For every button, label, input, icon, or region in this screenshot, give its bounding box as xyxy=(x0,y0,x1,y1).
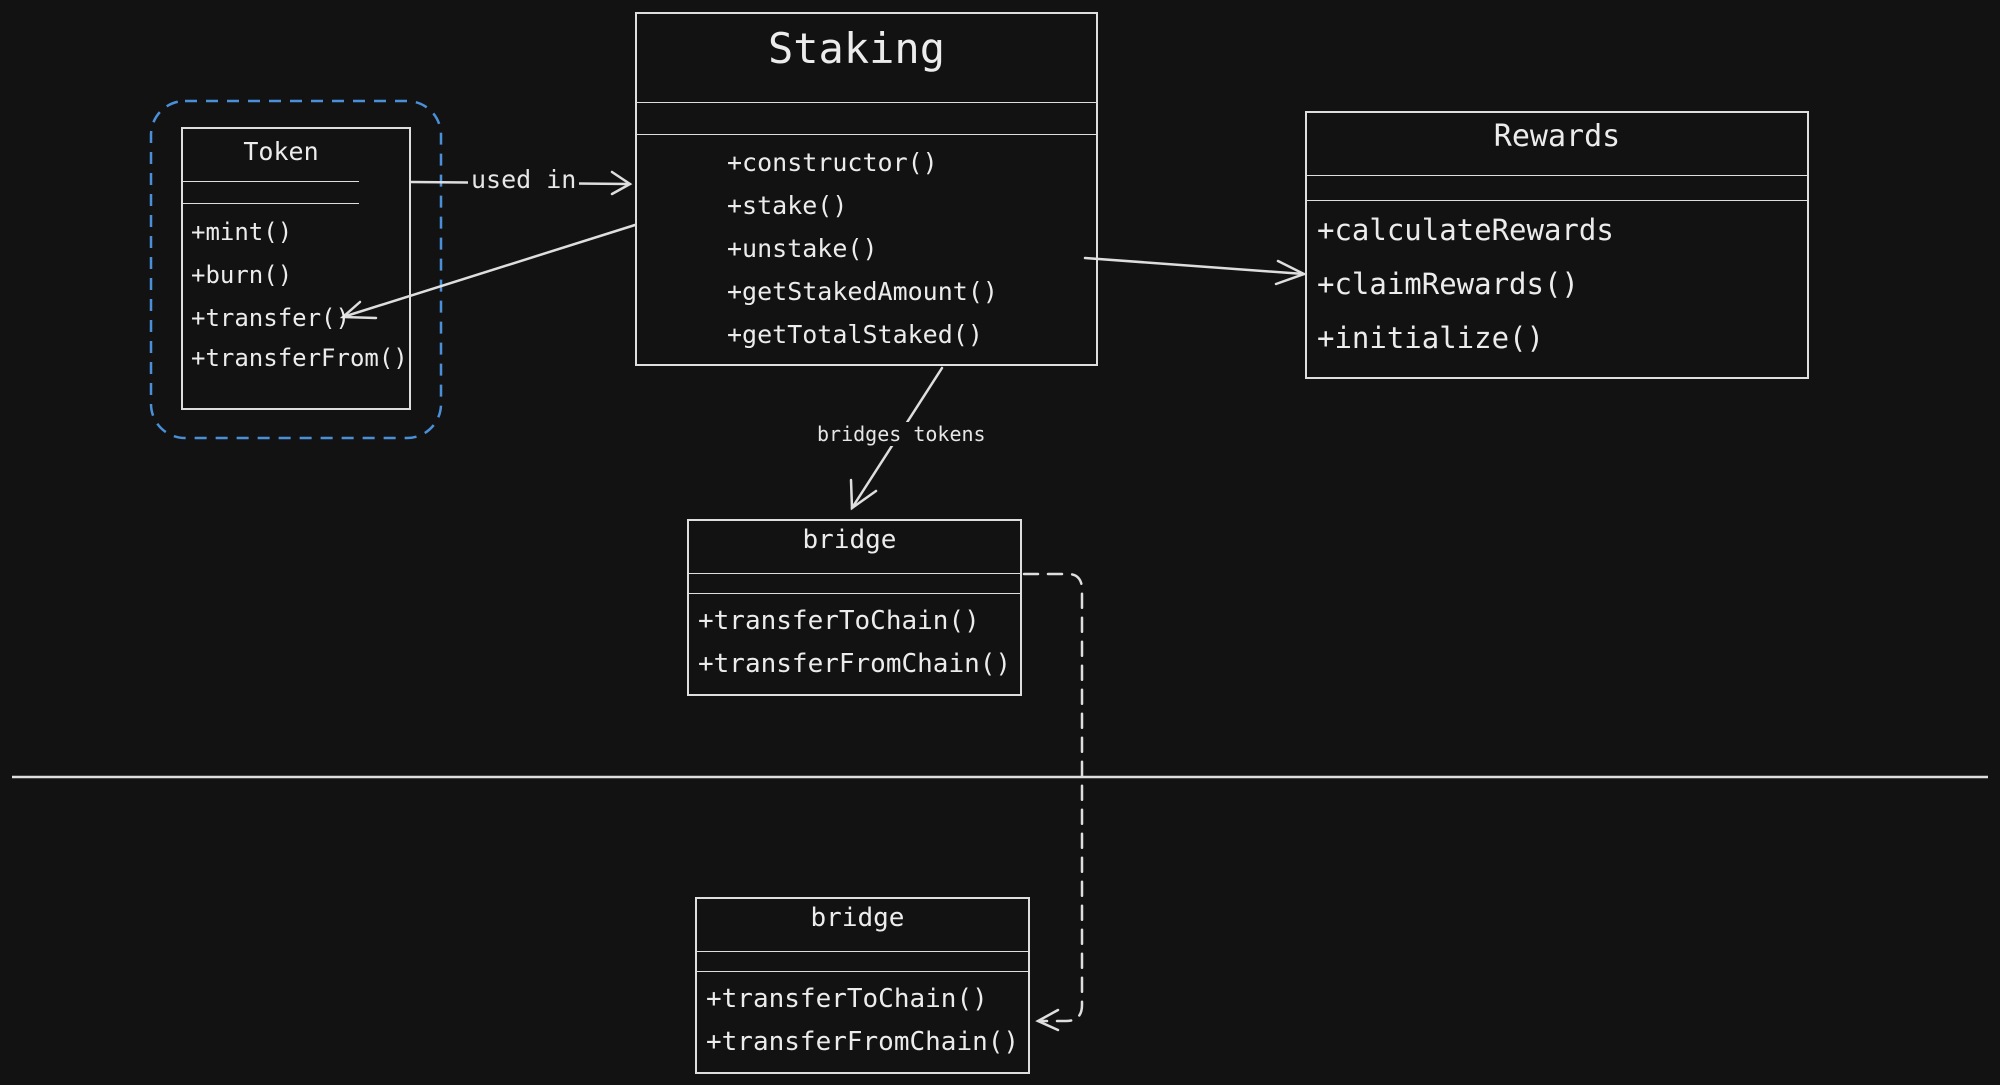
method: +transferFromChain() xyxy=(698,649,1012,679)
method: +calculateRewards xyxy=(1317,213,1614,247)
divider xyxy=(697,951,1028,952)
staking-to-rewards-arrow[interactable] xyxy=(1083,256,1308,286)
class-name: bridge xyxy=(810,903,905,933)
bridges-tokens-label: bridges tokens xyxy=(813,422,990,446)
method: +burn() xyxy=(191,261,293,289)
divider xyxy=(1307,175,1807,176)
divider xyxy=(697,971,1028,972)
method-list: +calculateRewards +claimRewards() +initi… xyxy=(1317,203,1614,365)
token-group-outline[interactable] xyxy=(149,99,443,440)
method: +unstake() xyxy=(727,234,878,263)
divider xyxy=(637,102,1096,103)
rewards-class[interactable]: Rewards +calculateRewards +claimRewards(… xyxy=(1305,111,1809,379)
bridge-class-top[interactable]: bridge +transferToChain() +transferFromC… xyxy=(687,519,1022,696)
staking-to-token-arrow[interactable] xyxy=(339,223,637,320)
method: +initialize() xyxy=(1317,321,1544,355)
class-name: Staking xyxy=(767,24,945,73)
divider xyxy=(637,134,1096,135)
divider xyxy=(183,181,359,182)
divider xyxy=(183,203,359,204)
method: +transferToChain() xyxy=(698,606,980,636)
class-name: bridge xyxy=(802,525,897,555)
method: +getStakedAmount() xyxy=(727,277,998,306)
token-class[interactable]: Token +mint() +burn() +transfer() +trans… xyxy=(181,127,411,410)
used-in-label: used in xyxy=(468,165,580,194)
method: +transfer() xyxy=(191,304,350,332)
divider xyxy=(689,593,1020,594)
method: +stake() xyxy=(727,191,848,220)
bridge-to-bridge-dashed-arrow[interactable] xyxy=(1022,572,1084,1032)
class-name: Token xyxy=(243,137,319,166)
method: +mint() xyxy=(191,218,293,246)
method-list: +transferToChain() +transferFromChain() xyxy=(706,978,1019,1064)
method: +claimRewards() xyxy=(1317,267,1579,301)
method: +transferFrom() xyxy=(191,344,408,372)
method: +transferFromChain() xyxy=(706,1027,1020,1057)
method-list: +constructor() +stake() +unstake() +getS… xyxy=(727,141,998,356)
method: +constructor() xyxy=(727,148,938,177)
bridge-class-bottom[interactable]: bridge +transferToChain() +transferFromC… xyxy=(695,897,1030,1074)
divider xyxy=(1307,200,1807,201)
method-list: +transferToChain() +transferFromChain() xyxy=(698,600,1011,686)
class-name: Rewards xyxy=(1493,119,1621,154)
staking-class[interactable]: Staking +constructor() +stake() +unstake… xyxy=(635,12,1098,366)
divider xyxy=(689,573,1020,574)
method: +getTotalStaked() xyxy=(727,320,983,349)
method-list: +mint() +burn() +transfer() +transferFro… xyxy=(191,211,408,376)
method: +transferToChain() xyxy=(706,984,988,1014)
